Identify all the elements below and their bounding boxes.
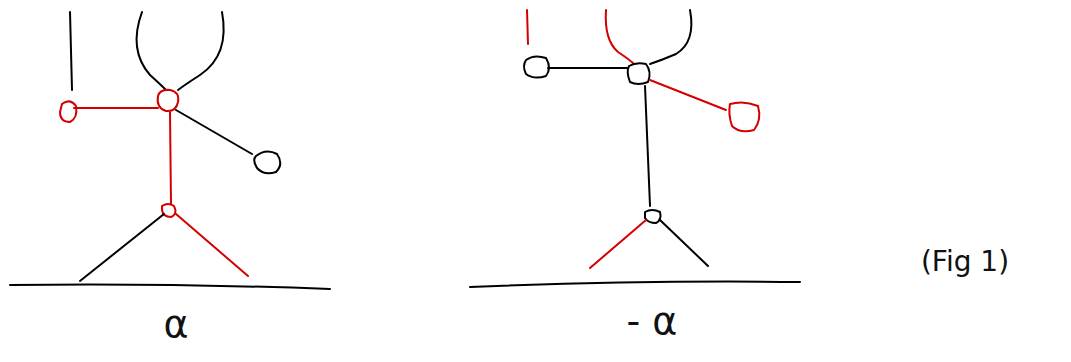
limb-line (176, 110, 252, 154)
limb-line (176, 214, 248, 276)
limb-line (590, 220, 646, 268)
limb-line (650, 10, 691, 64)
hand-circle (524, 56, 549, 77)
limb-line (70, 12, 72, 90)
figure-label: - α (627, 302, 678, 340)
limb-line (650, 80, 726, 110)
figure-caption: (Fig 1) (921, 248, 1009, 276)
limb-line (178, 12, 224, 90)
hand-circle (60, 101, 76, 122)
limb-line (80, 214, 164, 281)
ground-line (10, 285, 330, 290)
figure-label: α (163, 305, 188, 343)
joint-box (628, 63, 650, 84)
joint-circle (158, 90, 179, 111)
limb-line (527, 10, 528, 44)
hand-circle (254, 151, 280, 173)
limb-line (74, 107, 158, 109)
hand-box (729, 102, 759, 131)
limb-line (606, 10, 634, 64)
ground-line (470, 282, 800, 287)
limb-line (660, 220, 708, 266)
limb-line (170, 112, 171, 204)
limb-line (137, 12, 166, 90)
joint-box (645, 210, 661, 223)
limb-line (548, 67, 628, 69)
limb-line (645, 86, 650, 206)
